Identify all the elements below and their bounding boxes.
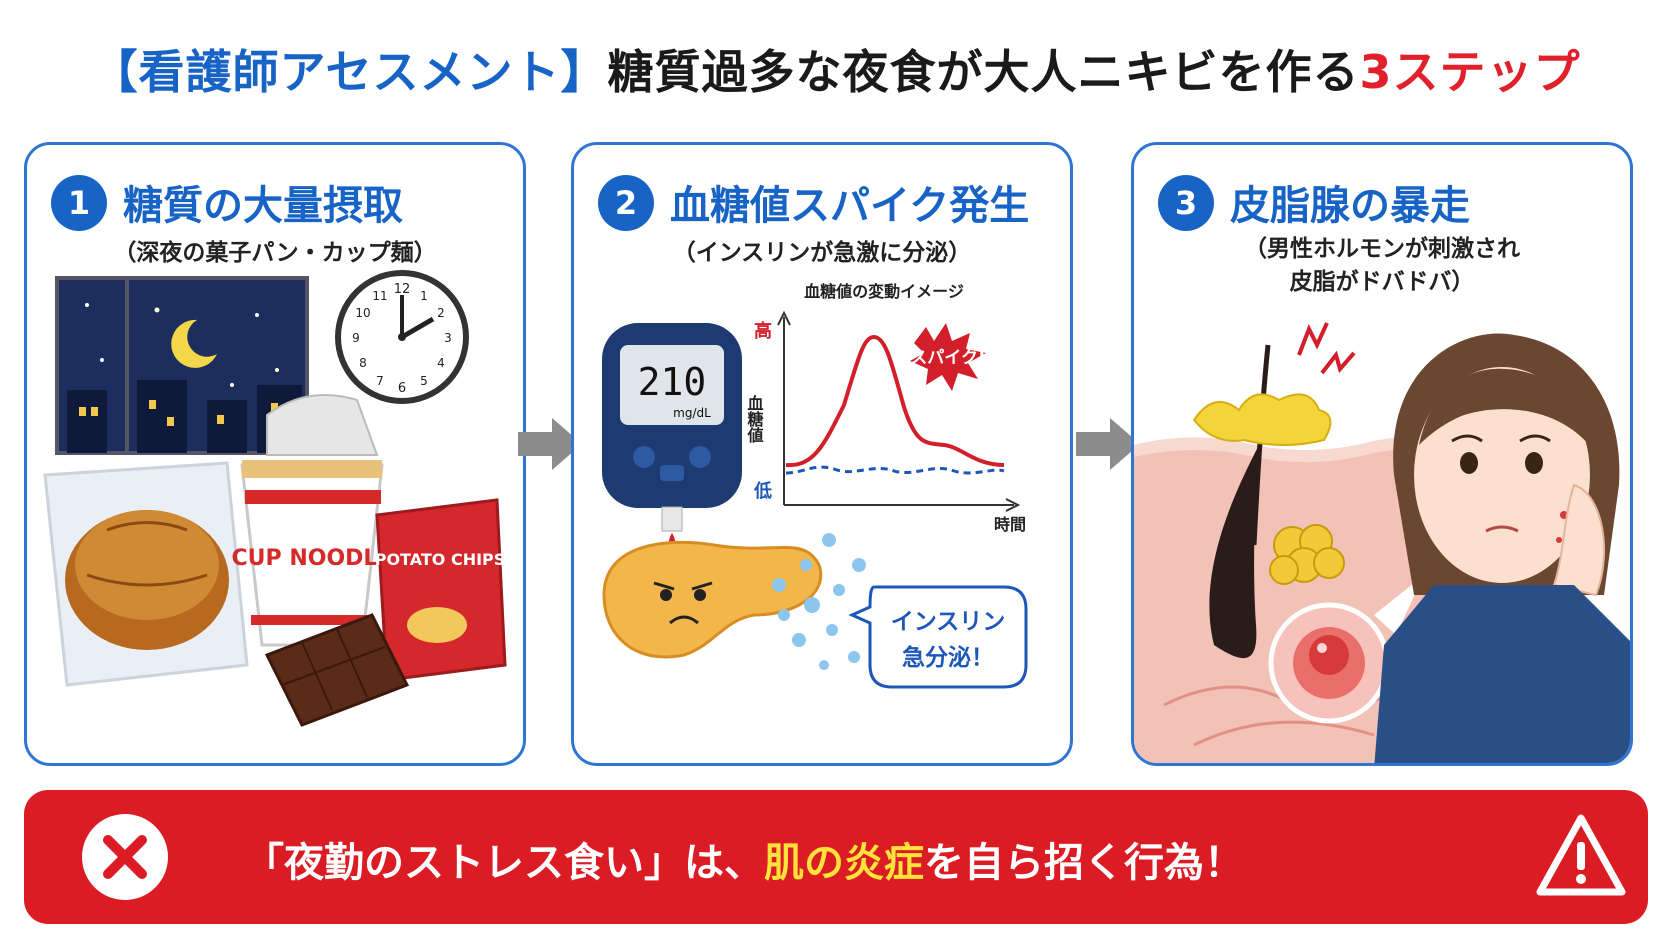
step-2-number: 2 — [598, 175, 654, 231]
spike-curve-line — [785, 334, 1005, 468]
late-night-snack-illustration: 12 1 2 3 4 5 6 7 8 9 10 11 — [43, 270, 507, 727]
step-2-title: 血糖値スパイク発生 — [670, 183, 1030, 229]
banner-message-part2: を自ら招く行為！ — [924, 840, 1244, 886]
glucose-meter-image: 210 mg/dL — [602, 323, 742, 547]
blood-sugar-spike-illustration: 210 mg/dL 血糖値の変動イメージ 高 低 血糖値 時間 スパイク! — [602, 282, 1028, 689]
stable-curve-line — [785, 465, 1005, 475]
meter-value: 210 — [638, 360, 707, 404]
meter-unit: mg/dL — [673, 406, 711, 420]
sebaceous-gland-shape — [1269, 524, 1345, 585]
insulin-bubble-line2: 急分泌！ — [902, 644, 994, 671]
insulin-speech-bubble: インスリン 急分泌！ — [848, 585, 1028, 689]
cup-noodle-label: CUP NOODLE — [232, 546, 393, 571]
step-3-panel: 3 皮脂腺の暴走 （男性ホルモンが刺激され 皮脂がドバドバ） — [1131, 142, 1633, 766]
next-step-arrow-icon — [1076, 418, 1140, 470]
chocolate-image — [264, 613, 410, 727]
title-main: 糖質過多な夜食が大人ニキビを作る — [607, 45, 1360, 99]
insulin-bubble-line1: インスリン — [891, 609, 1006, 635]
warning-triangle-icon — [1536, 814, 1626, 896]
step-3-number: 3 — [1158, 175, 1214, 231]
clock-number: 7 — [376, 374, 384, 388]
clock-number: 10 — [355, 306, 370, 320]
sweet-bun-image — [43, 461, 249, 687]
next-step-arrow-icon — [518, 418, 582, 470]
chips-label: POTATO CHIPS — [375, 550, 506, 569]
moon-icon — [171, 319, 217, 368]
step-3-title: 皮脂腺の暴走 — [1230, 183, 1470, 229]
step-2-subtitle: （インスリンが急激に分泌） — [672, 240, 972, 266]
clock-number: 12 — [394, 282, 411, 297]
chart-title: 血糖値の変動イメージ — [804, 282, 964, 301]
sebum-splash-shape — [1192, 393, 1332, 446]
insulin-droplets-icon — [772, 533, 866, 670]
banner-message-part1: 「夜勤のストレス食い」は、 — [244, 840, 764, 886]
potato-chips-image: POTATO CHIPS — [375, 498, 507, 682]
clock-number: 11 — [372, 289, 387, 303]
clock-number: 8 — [359, 356, 367, 370]
title-prefix: 【看護師アセスメント】 — [91, 45, 608, 99]
step-1-panel: 1 糖質の大量摂取 （深夜の菓子パン・カップ麺） 12 1 2 3 4 — [24, 142, 526, 766]
clock-number: 9 — [352, 331, 360, 345]
clock-number: 4 — [437, 356, 445, 370]
clock-number: 3 — [444, 331, 452, 345]
pancreas-image — [602, 540, 823, 659]
prohibited-x-icon — [82, 814, 168, 900]
step-2-panel: 2 血糖値スパイク発生 （インスリンが急激に分泌） 210 mg/dL 血糖値の… — [571, 142, 1073, 766]
clock-number: 2 — [437, 306, 445, 320]
spike-label: スパイク! — [910, 348, 985, 368]
warning-banner: 「夜勤のストレス食い」は、肌の炎症を自ら招く行為！ — [24, 790, 1648, 924]
y-low-label: 低 — [753, 480, 772, 502]
stress-spark-icon — [1297, 322, 1329, 356]
banner-message-highlight: 肌の炎症 — [764, 840, 924, 886]
step-1-subtitle: （深夜の菓子パン・カップ麺） — [113, 240, 437, 266]
page-title: 【看護師アセスメント】糖質過多な夜食が大人ニキビを作る3ステップ — [0, 36, 1672, 102]
worried-woman-image — [1374, 333, 1630, 763]
clock-number: 5 — [420, 374, 428, 388]
step-1-number: 1 — [51, 175, 107, 231]
step-3-subtitle-line1: （男性ホルモンが刺激され — [1244, 236, 1520, 262]
banner-message: 「夜勤のストレス食い」は、肌の炎症を自ら招く行為！ — [244, 830, 1244, 888]
glucose-chart: 血糖値の変動イメージ 高 低 血糖値 時間 スパイク! — [745, 282, 1027, 534]
cup-noodle-image: CUP NOODLE — [232, 394, 393, 647]
y-axis-label: 血糖値 — [745, 394, 765, 444]
spike-burst-shape — [910, 323, 986, 391]
hair-follicle-shape — [1209, 435, 1264, 659]
step-3-subtitle-line2: 皮脂がドバドバ） — [1289, 269, 1475, 295]
clock-icon: 12 1 2 3 4 5 6 7 8 9 10 11 — [335, 270, 469, 404]
x-axis-label: 時間 — [994, 515, 1026, 534]
y-high-label: 高 — [754, 320, 772, 342]
clock-number: 6 — [398, 381, 406, 396]
step-1-title: 糖質の大量摂取 — [123, 183, 403, 229]
clock-number: 1 — [420, 289, 428, 303]
title-highlight: 3ステップ — [1359, 45, 1581, 99]
sebaceous-gland-illustration — [1134, 322, 1630, 763]
